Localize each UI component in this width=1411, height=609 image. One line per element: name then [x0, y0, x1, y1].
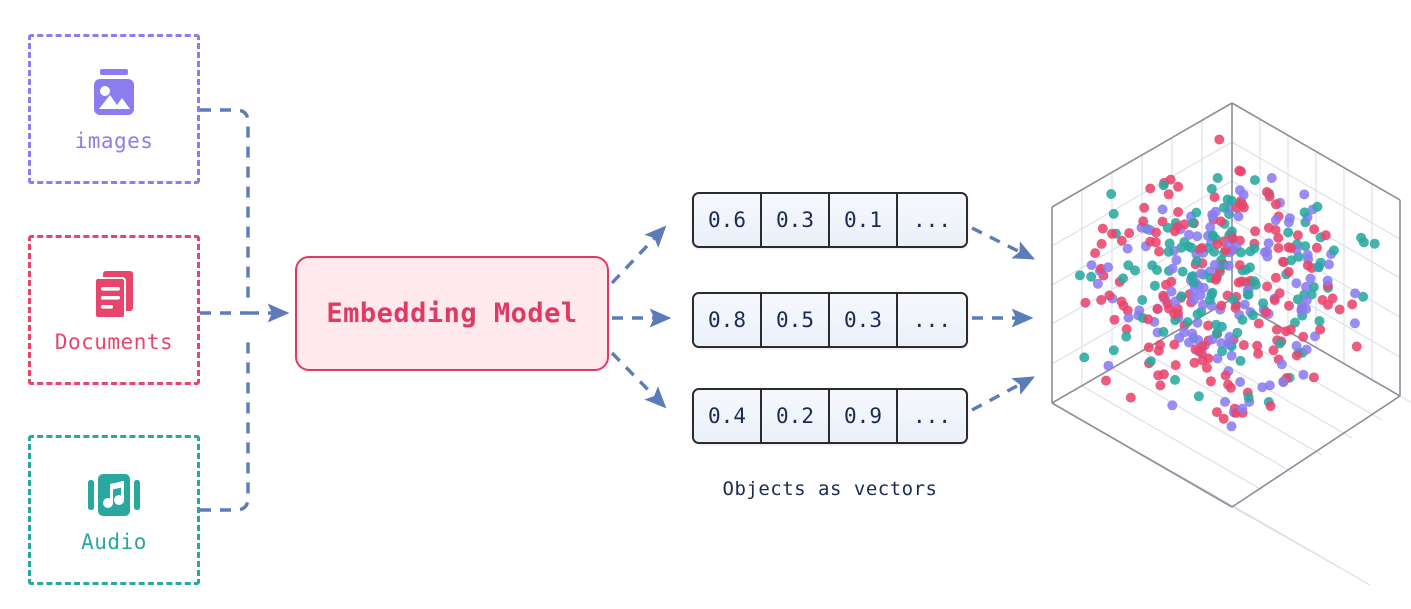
- connector-vector-0-to-space: [971, 226, 1036, 260]
- source-box-documents[interactable]: Documents: [28, 235, 200, 385]
- source-box-images[interactable]: images: [28, 34, 200, 184]
- connector-vector-2-to-space: [971, 376, 1035, 412]
- vector-cell: 0.6: [694, 194, 762, 246]
- vector-cell: 0.9: [830, 390, 898, 442]
- cube-edges: [1051, 102, 1401, 508]
- audio-icon: [86, 468, 142, 526]
- embedding-model-box[interactable]: Embedding Model: [295, 256, 609, 371]
- image-icon: [88, 67, 140, 125]
- vector-row[interactable]: 0.6 0.3 0.1 ...: [692, 192, 968, 248]
- vector-cell: 0.3: [762, 194, 830, 246]
- vector-cell-ellipsis: ...: [898, 294, 966, 346]
- vector-cell: 0.5: [762, 294, 830, 346]
- connector-images: [200, 108, 250, 300]
- source-label-documents: Documents: [54, 329, 174, 354]
- documents-icon: [88, 268, 140, 326]
- source-label-images: images: [74, 128, 154, 153]
- source-box-audio[interactable]: Audio: [28, 435, 200, 585]
- vector-cell: 0.8: [694, 294, 762, 346]
- scatter-points: [1074, 134, 1380, 432]
- connector-model-to-vector-0: [610, 225, 667, 285]
- embedding-model-label: Embedding Model: [326, 298, 578, 329]
- connector-audio: [200, 336, 250, 512]
- vector-cell: 0.1: [830, 194, 898, 246]
- vector-row[interactable]: 0.4 0.2 0.9 ...: [692, 388, 968, 444]
- vector-cell-ellipsis: ...: [898, 390, 966, 442]
- connector-model-to-vector-2: [610, 351, 667, 409]
- vector-cell: 0.3: [830, 294, 898, 346]
- vector-row[interactable]: 0.8 0.5 0.3 ...: [692, 292, 968, 348]
- cube-grid: [1051, 102, 1411, 586]
- vector-cell-ellipsis: ...: [898, 194, 966, 246]
- vector-cell: 0.4: [694, 390, 762, 442]
- source-label-audio: Audio: [81, 529, 147, 554]
- vectors-caption: Objects as vectors: [722, 478, 938, 500]
- vector-cell: 0.2: [762, 390, 830, 442]
